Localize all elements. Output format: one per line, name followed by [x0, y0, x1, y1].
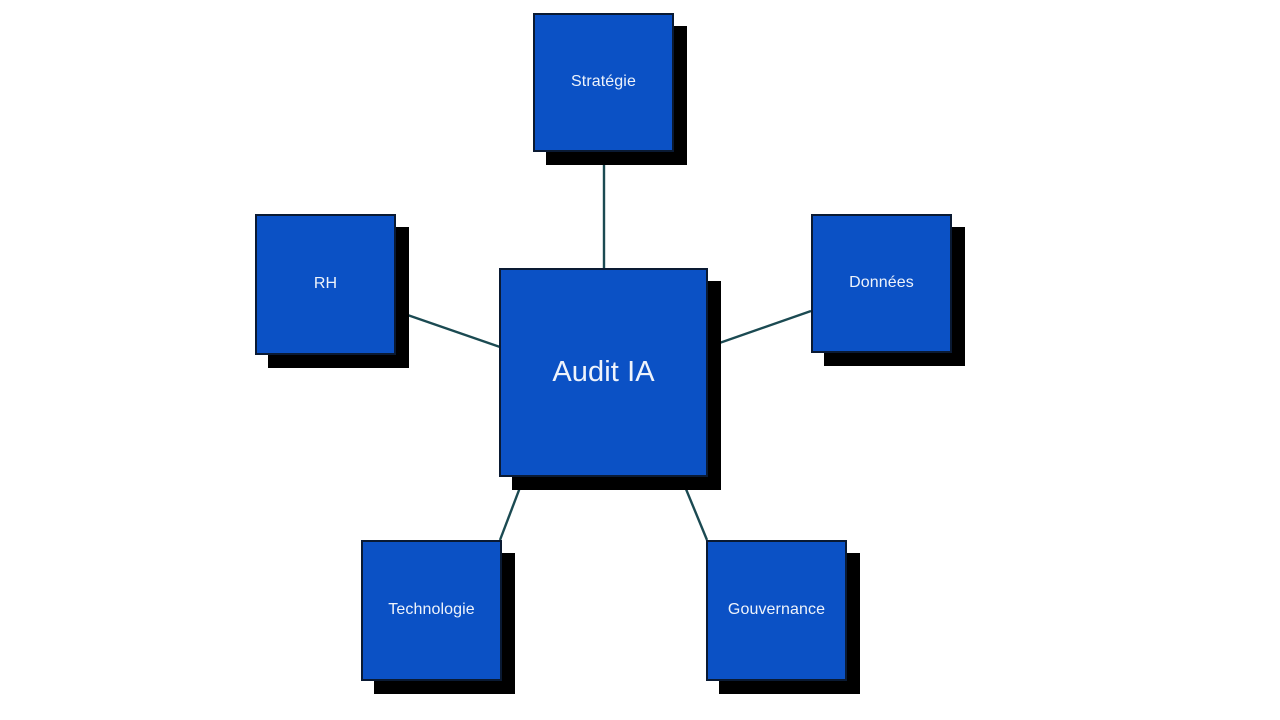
node-label-audit-ia: Audit IA	[552, 355, 655, 388]
connector-rh	[395, 309, 501, 349]
node-strategie[interactable]: Stratégie	[533, 13, 674, 152]
node-label-technologie: Technologie	[388, 601, 475, 619]
node-label-strategie: Stratégie	[571, 73, 636, 91]
node-gouvernance[interactable]: Gouvernance	[706, 540, 847, 681]
node-label-donnees: Données	[849, 274, 914, 292]
node-label-gouvernance: Gouvernance	[727, 601, 826, 619]
node-rh[interactable]: RH	[255, 214, 396, 355]
connector-donnees	[707, 309, 812, 349]
node-technologie[interactable]: Technologie	[361, 540, 502, 681]
node-label-rh: RH	[313, 275, 338, 293]
node-donnees[interactable]: Données	[811, 214, 952, 353]
node-audit-ia[interactable]: Audit IA	[499, 268, 708, 477]
